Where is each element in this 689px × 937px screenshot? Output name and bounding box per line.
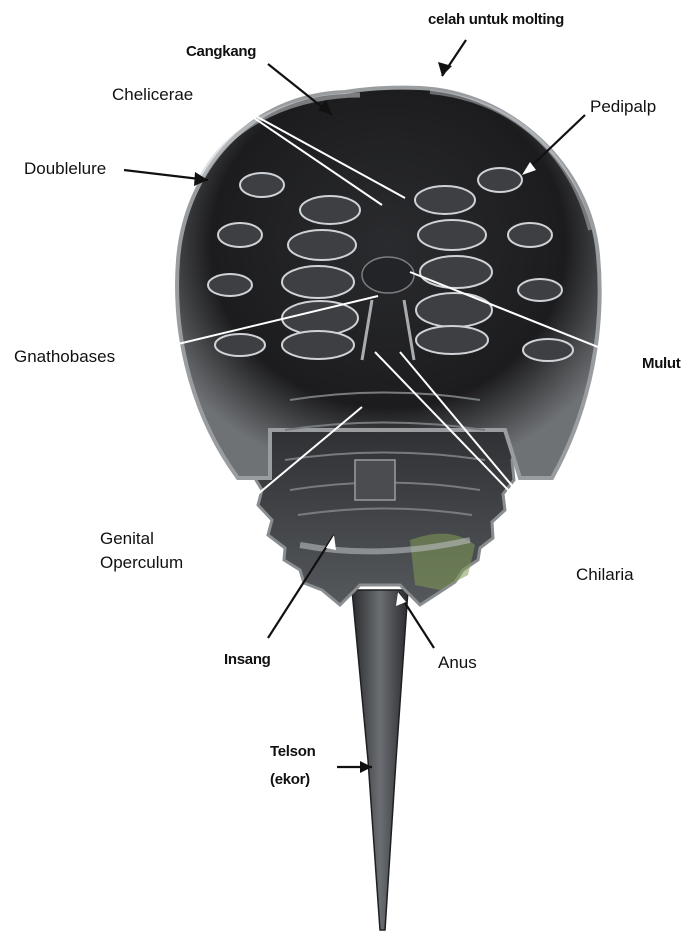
label-gnathobases: Gnathobases (14, 348, 115, 365)
telson-tail (352, 590, 408, 930)
label-genital-1: Genital (100, 530, 154, 547)
label-doublelure: Doublelure (24, 160, 106, 177)
label-mulut: Mulut (642, 356, 680, 371)
label-chelicerae: Chelicerae (112, 86, 193, 103)
label-insang: Insang (224, 652, 271, 667)
label-pedipalp: Pedipalp (590, 98, 656, 115)
label-telson-2: (ekor) (270, 772, 310, 787)
label-chilaria: Chilaria (576, 566, 634, 583)
mouth-region (362, 257, 414, 293)
label-celah: celah untuk molting (428, 12, 564, 27)
label-genital-2: Operculum (100, 554, 183, 571)
abdomen-shell (250, 430, 520, 605)
label-telson-1: Telson (270, 744, 315, 759)
genital-operculum (355, 460, 395, 500)
label-anus: Anus (438, 654, 477, 671)
label-cangkang: Cangkang (186, 44, 256, 59)
